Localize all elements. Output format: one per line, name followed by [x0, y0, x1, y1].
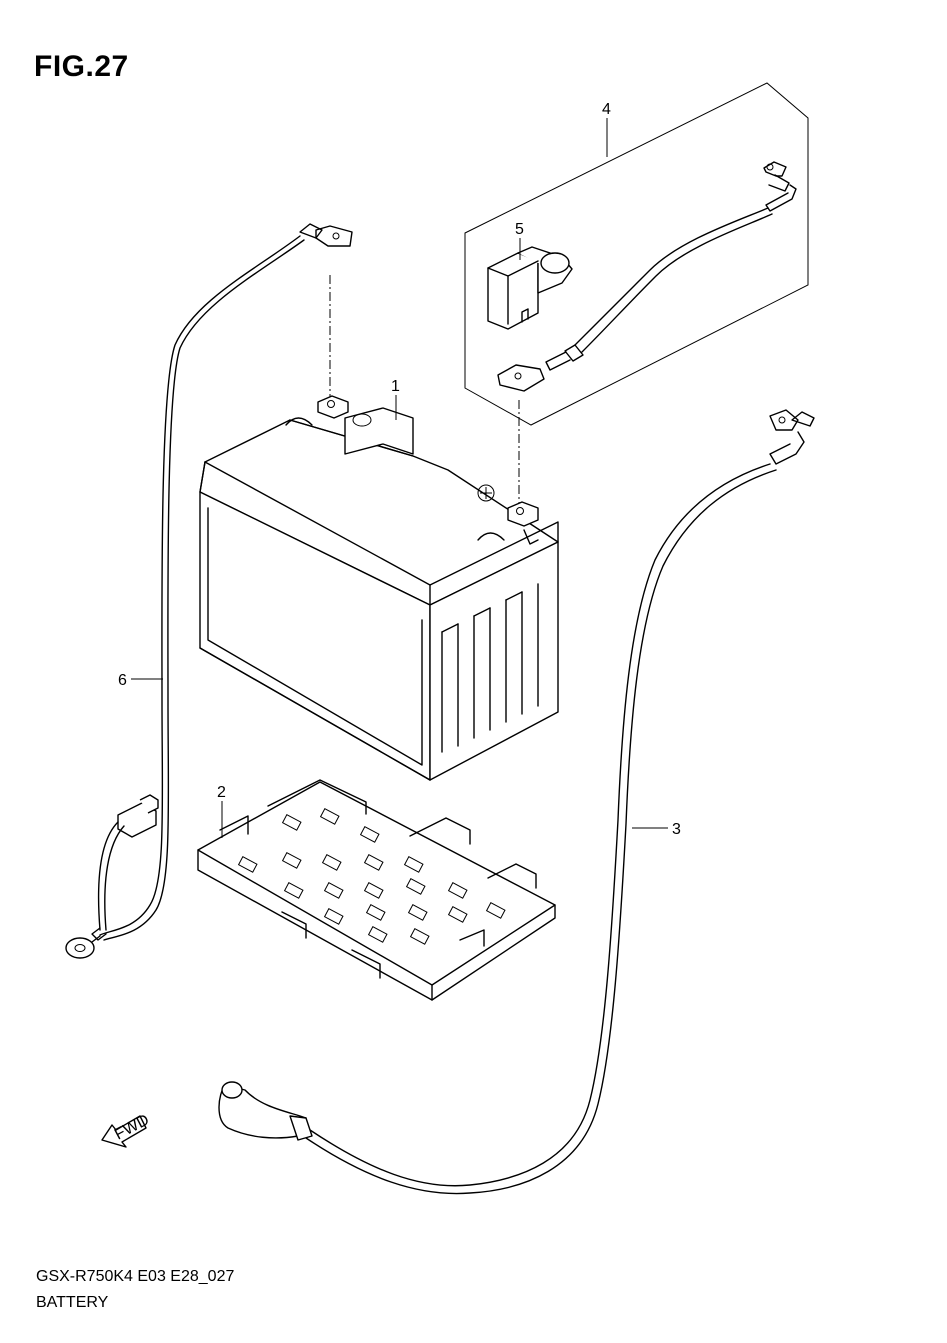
fwd-arrow-icon: FWD: [101, 1111, 152, 1148]
cable-set-box: [464, 82, 809, 426]
section-name: BATTERY: [36, 1294, 109, 1311]
callout-1: 1: [391, 378, 400, 395]
callout-3: 3: [672, 821, 681, 838]
callout-2: 2: [217, 784, 226, 801]
harness-cable: [65, 223, 353, 959]
model-code: GSX-R750K4 E03 E28_027: [36, 1268, 235, 1285]
figure-title: FIG.27: [34, 50, 129, 83]
callout-5: 5: [515, 221, 524, 238]
battery: [199, 395, 559, 781]
terminal-cover: [487, 246, 573, 330]
callout-6: 6: [118, 672, 127, 689]
short-cable: [497, 161, 797, 392]
fwd-arrow-label: FWD: [112, 1111, 152, 1143]
callout-leaders: [131, 118, 668, 838]
callout-4: 4: [602, 101, 611, 118]
long-cable: [218, 409, 815, 1195]
battery-tray: [197, 779, 556, 1001]
